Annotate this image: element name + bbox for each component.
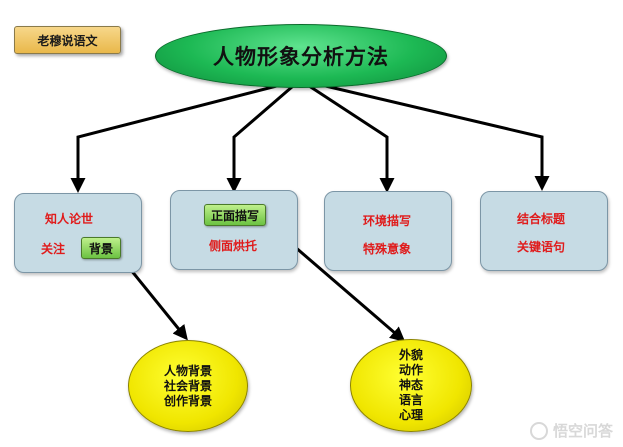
box-context: 知人论世 关注 背景 xyxy=(14,193,142,273)
box-environment-line2: 特殊意象 xyxy=(363,242,412,256)
title-text: 人物形象分析方法 xyxy=(213,45,389,69)
ellipse-left-item: 人物背景 xyxy=(163,363,212,378)
box-context-line1: 知人论世 xyxy=(45,212,94,226)
ellipse-right-item: 神态 xyxy=(398,378,423,392)
arrow-title-to-box4 xyxy=(299,78,550,191)
chip-direct-description: 正面描写 xyxy=(204,204,266,226)
ellipse-direct-desc-types: 外貌 动作 神态 语言 心理 xyxy=(350,339,472,432)
box-title-keywords-line1: 结合标题 xyxy=(517,212,566,226)
ellipse-background-types: 人物背景 社会背景 创作背景 xyxy=(128,340,248,432)
title-ellipse: 人物形象分析方法 xyxy=(155,24,447,88)
chip-background: 背景 xyxy=(81,237,121,259)
box-title-keywords: 结合标题 关键语句 xyxy=(480,191,608,271)
box-title-keywords-line2: 关键语句 xyxy=(517,240,566,254)
arrow-title-to-box2 xyxy=(226,78,301,193)
watermark-text: 悟空问答 xyxy=(552,422,613,440)
ellipse-right-item: 语言 xyxy=(398,393,423,407)
ellipse-left-item: 创作背景 xyxy=(163,393,212,408)
box-description-line2: 侧面烘托 xyxy=(209,239,258,253)
arrow-title-to-box1 xyxy=(70,78,301,193)
ellipse-right-item: 动作 xyxy=(398,363,423,377)
arrow-title-to-box3 xyxy=(299,78,395,193)
watermark: 悟空问答 xyxy=(529,420,613,441)
box-environment-line1: 环境描写 xyxy=(363,214,412,228)
ellipse-right-item: 外貌 xyxy=(398,348,423,362)
box-environment: 环境描写 特殊意象 xyxy=(324,191,452,271)
author-tag: 老穆说语文 xyxy=(14,26,121,54)
box-context-label: 关注 xyxy=(41,242,66,256)
wukong-logo-icon xyxy=(529,421,548,440)
box-description: 正面描写 侧面烘托 xyxy=(170,190,298,270)
ellipse-right-item: 心理 xyxy=(398,408,423,422)
ellipse-left-item: 社会背景 xyxy=(163,378,212,393)
